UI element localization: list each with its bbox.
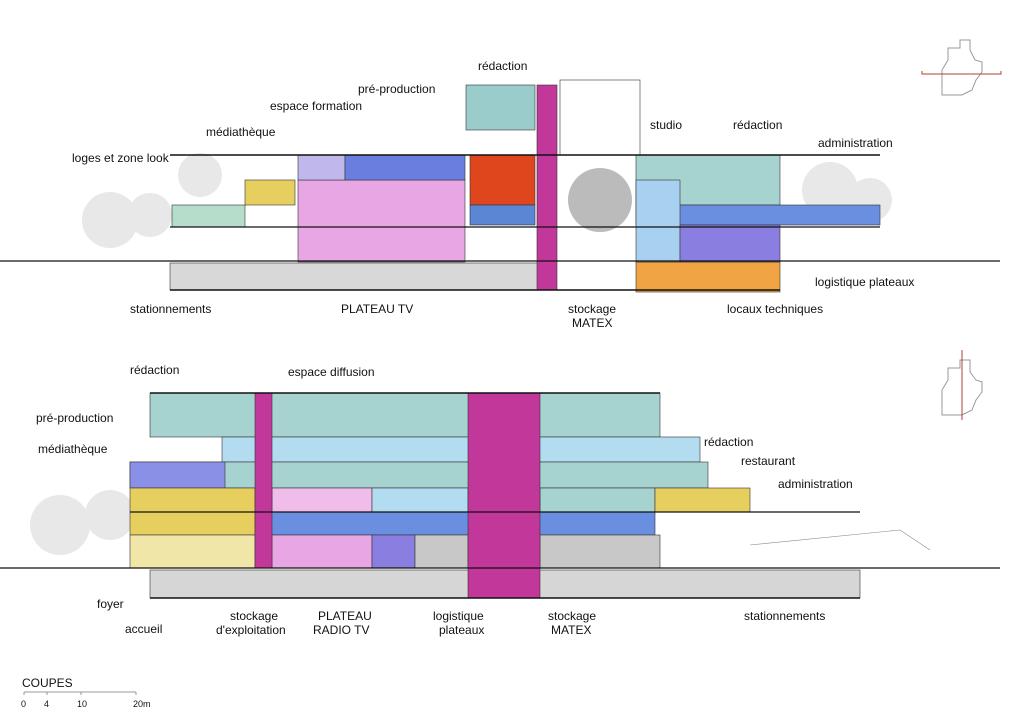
light-blue-block: [635, 179, 681, 263]
blue-band: [269, 511, 656, 536]
redaction-tower-block: [465, 84, 536, 131]
scale-tick: 20m: [133, 699, 151, 709]
blue-block: [469, 204, 536, 226]
label-studio: studio: [650, 118, 683, 132]
label-stationnements: stationnements: [744, 609, 826, 623]
office-tower-outline: [559, 79, 641, 156]
red-block: [469, 154, 536, 206]
drawing-title: COUPES: [22, 676, 73, 690]
scale-tick: 10: [77, 699, 88, 709]
label-redaction-right: rédaction: [704, 435, 754, 449]
label-locaux-techniques: locaux techniques: [727, 302, 824, 316]
formation-block: [297, 154, 346, 181]
scale-tick: 0: [21, 699, 27, 709]
label-matex: MATEX: [551, 623, 592, 637]
label-logistique: logistique: [433, 609, 484, 623]
mediatheque-block: [244, 179, 296, 206]
label-mediatheque: médiathèque: [38, 442, 108, 456]
label-plateau-tv: PLATEAU TV: [341, 302, 414, 316]
label-redaction: rédaction: [130, 363, 180, 377]
scale-bar: [23, 691, 137, 695]
redaction-top-block: [149, 392, 661, 438]
basement-parking: [169, 262, 551, 291]
label-espace-diffusion: espace diffusion: [288, 365, 375, 379]
label-logistique-plateaux: logistique plateaux: [815, 275, 915, 289]
label-redaction-right: rédaction: [733, 118, 783, 132]
label-pre-production: pré-production: [358, 82, 436, 96]
pre-production-block: [344, 154, 466, 181]
logistique-block: [679, 224, 781, 263]
label-radio-tv: RADIO TV: [313, 623, 370, 637]
label-stockage-exploitation: stockage: [230, 609, 279, 623]
label-administration: administration: [778, 477, 853, 491]
label-redaction: rédaction: [478, 59, 528, 73]
label-foyer: foyer: [97, 597, 124, 611]
loges-block: [171, 204, 246, 228]
keyplan-top: [921, 39, 1002, 96]
locaux-techniques-block: [635, 261, 781, 293]
foyer-block: [129, 534, 256, 569]
label-stockage: stockage: [568, 302, 617, 316]
label-espace-formation: espace formation: [270, 99, 363, 113]
stair-core: [536, 84, 558, 291]
label-restaurant: restaurant: [741, 454, 796, 468]
top-section: [0, 79, 1000, 293]
plateau-radio-block: [271, 534, 373, 569]
label-loges: loges et zone look: [72, 151, 169, 165]
bottom-section: [0, 392, 1000, 599]
keyplan-bottom: [941, 350, 983, 420]
label-accueil: accueil: [125, 622, 163, 636]
plateau-tv-block: [297, 179, 466, 263]
trees-left: [82, 153, 892, 248]
label-administration: administration: [818, 136, 893, 150]
label-stockage-exploitation-2: d'exploitation: [216, 623, 286, 637]
label-mediatheque: médiathèque: [206, 125, 276, 139]
label-stationnements: stationnements: [130, 302, 212, 316]
label-plateaux: plateaux: [439, 623, 485, 637]
core-left: [254, 392, 273, 569]
label-stockage: stockage: [548, 609, 597, 623]
scale-tick: 4: [44, 699, 50, 709]
label-matex: MATEX: [572, 316, 613, 330]
label-pre-production: pré-production: [36, 411, 114, 425]
label-plateau: PLATEAU: [318, 609, 372, 623]
level3-block: [221, 436, 701, 463]
core-right: [467, 392, 541, 599]
